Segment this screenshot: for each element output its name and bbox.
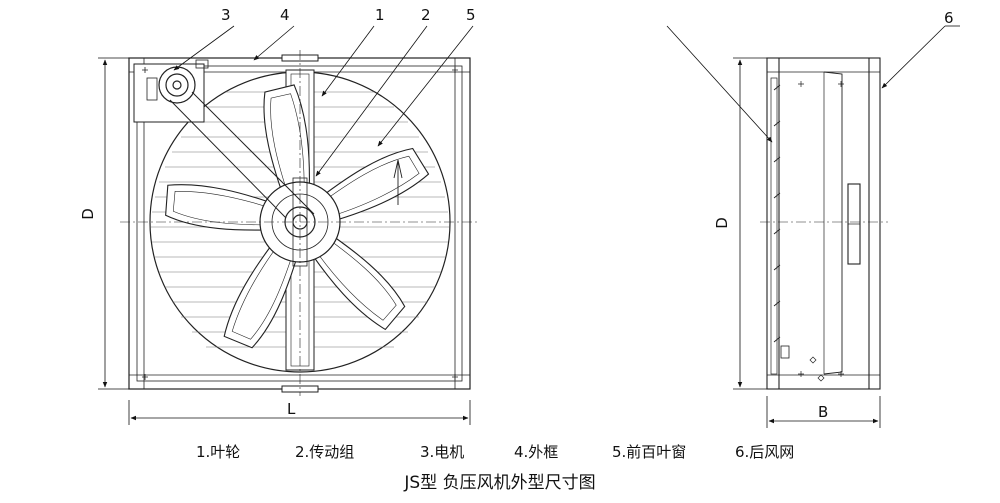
impeller-blades: [165, 84, 430, 349]
legend-drive-group: 2.传动组: [295, 443, 355, 461]
callout-outer-frame: 4: [280, 6, 290, 24]
belt: [169, 99, 287, 219]
side-leaders: [666, 25, 960, 143]
dim-front-width: L: [287, 400, 296, 418]
figure-caption: JS型 负压风机外型尺寸图: [404, 473, 596, 493]
legend-rear-guard: 6.后风网: [735, 443, 795, 461]
side-dimensions: [733, 57, 881, 428]
legend-front-louver: 5.前百叶窗: [612, 443, 687, 461]
callout-impeller: 1: [375, 6, 385, 24]
louver-hinges: [770, 77, 781, 375]
callout-drive-group: 2: [421, 6, 431, 24]
dim-side-height: D: [712, 217, 731, 229]
side-view: [760, 57, 888, 390]
callout-motor: 3: [221, 6, 231, 24]
front-dimensions: [98, 57, 471, 425]
front-leaders: [173, 25, 474, 177]
legend-motor: 3.电机: [420, 443, 465, 461]
legend-outer-frame: 4.外框: [514, 443, 559, 461]
legend-impeller: 1.叶轮: [196, 443, 241, 461]
front-view: [120, 50, 480, 396]
callout-front-louver: 5: [466, 6, 476, 24]
callout-rear-guard: 6: [944, 9, 954, 27]
dim-side-depth: B: [818, 403, 829, 421]
side-frame: [766, 57, 881, 390]
dim-front-height: D: [78, 208, 97, 220]
